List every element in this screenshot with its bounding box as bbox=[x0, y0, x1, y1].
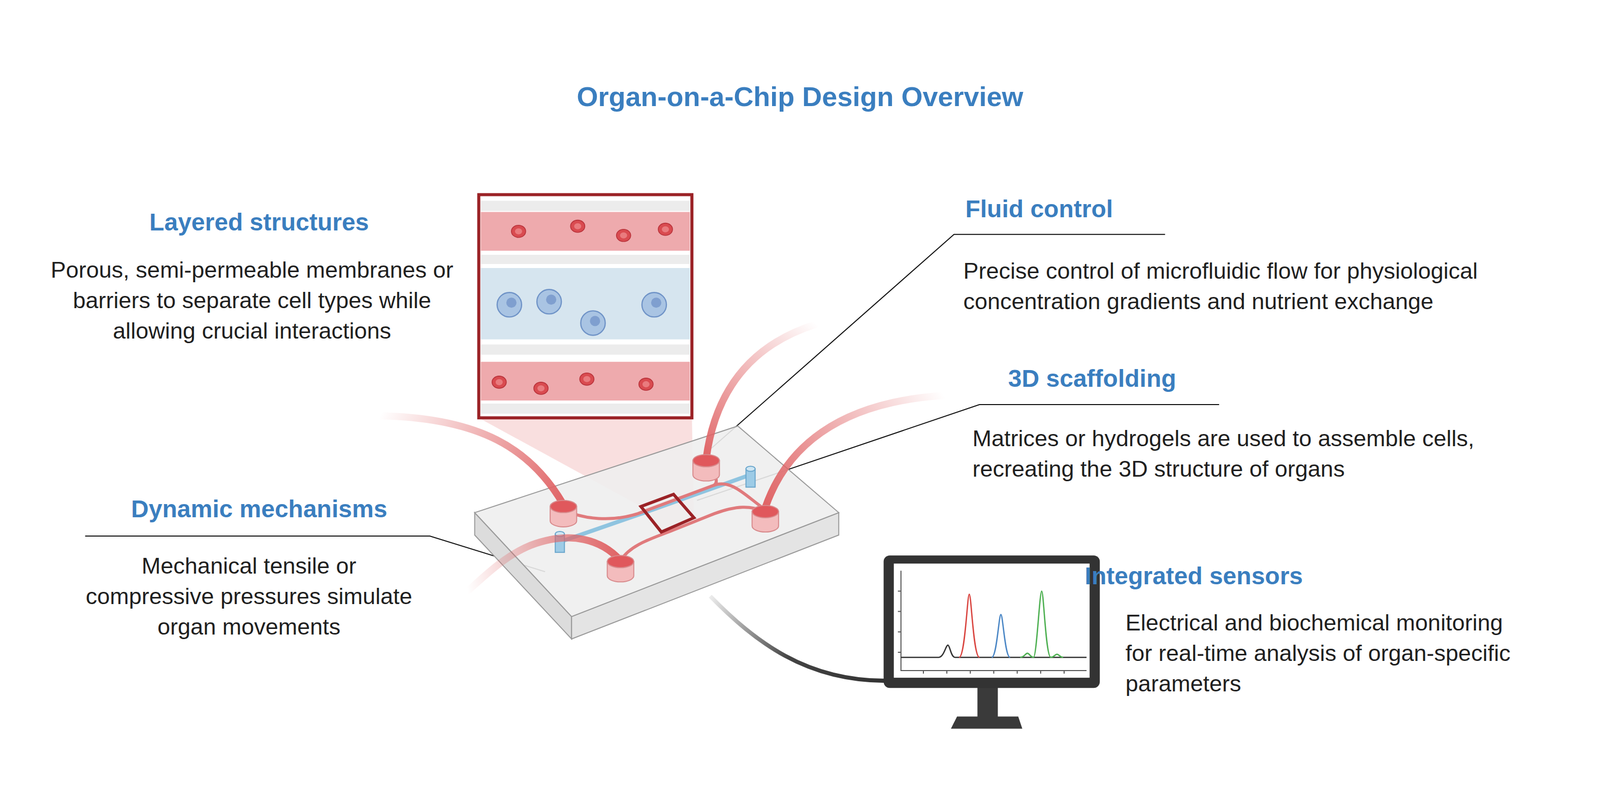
cell-nuclei-part bbox=[651, 297, 662, 308]
inset-view-part bbox=[481, 212, 691, 251]
red-cell-centers-part bbox=[515, 228, 523, 235]
tissue-cells-part bbox=[536, 289, 562, 314]
tissue-cells-part bbox=[497, 292, 522, 317]
red-blood-cells-part bbox=[570, 220, 585, 233]
chart-axes-part bbox=[901, 570, 1087, 671]
inset-view-part bbox=[481, 201, 691, 212]
ports-part bbox=[607, 555, 634, 568]
chart-axes bbox=[898, 570, 1087, 675]
inset-view-part bbox=[478, 194, 693, 419]
blue-ports-part bbox=[746, 466, 756, 472]
red-cell-centers-part bbox=[537, 385, 545, 392]
inset-view-part bbox=[481, 403, 691, 414]
red-blood-cells-part bbox=[616, 229, 631, 242]
ports-part bbox=[692, 454, 720, 467]
sensor-cable bbox=[710, 596, 886, 682]
callout-heading: Fluid control bbox=[965, 194, 1476, 224]
red-cell-centers-part bbox=[495, 379, 503, 386]
red-blood-cells-part bbox=[511, 225, 526, 238]
sensor-cable-part bbox=[710, 596, 886, 682]
callout-text: Precise control of microfluidic flow for… bbox=[963, 256, 1588, 317]
tubes-part bbox=[379, 416, 564, 505]
callout-heading: Layered structures bbox=[4, 207, 515, 238]
chart-axes-part bbox=[898, 591, 902, 653]
red-blood-cells-part bbox=[658, 223, 673, 236]
chart-peaks-part bbox=[958, 594, 980, 658]
red-cell-centers-part bbox=[573, 223, 582, 230]
inset-view-part bbox=[481, 362, 691, 401]
diagram-title: Organ-on-a-Chip Design Overview bbox=[340, 80, 1260, 114]
cell-nuclei bbox=[506, 294, 662, 327]
tubes bbox=[379, 324, 944, 592]
chip-body-part bbox=[474, 426, 840, 617]
callout-heading: 3D scaffolding bbox=[1008, 364, 1519, 394]
tissue-cells bbox=[497, 289, 667, 336]
callout-text: Porous, semi-permeable membranes or barr… bbox=[33, 254, 471, 347]
inset-marker bbox=[641, 494, 694, 533]
chart-peaks-part bbox=[991, 615, 1010, 658]
red-blood-cells-part bbox=[638, 378, 654, 391]
monitor-part bbox=[893, 563, 1090, 679]
monitor-part bbox=[950, 716, 1023, 729]
ports-part bbox=[550, 500, 577, 514]
cell-nuclei-part bbox=[506, 297, 517, 308]
monitor bbox=[883, 555, 1101, 729]
callout-heading: Dynamic mechanisms bbox=[4, 494, 515, 525]
red-blood-cells-part bbox=[579, 373, 594, 386]
tissue-cells-part bbox=[642, 292, 667, 317]
red-blood-cells bbox=[492, 220, 673, 395]
tubes-part bbox=[765, 395, 944, 508]
red-channel bbox=[563, 484, 766, 520]
tubes-part bbox=[467, 538, 621, 592]
monitor-part bbox=[977, 687, 998, 720]
chart-peaks bbox=[901, 591, 1087, 658]
callout-text: Electrical and biochemical monitoring fo… bbox=[1125, 608, 1534, 700]
cell-nuclei-part bbox=[589, 315, 600, 327]
tissue-cells-part bbox=[580, 310, 605, 336]
callout-text: Matrices or hydrogels are used to assemb… bbox=[972, 423, 1512, 485]
inset-view bbox=[478, 194, 693, 419]
inset-view-part bbox=[481, 344, 691, 356]
red-cell-centers-part bbox=[620, 232, 628, 239]
cell-nuclei-part bbox=[546, 294, 557, 305]
chart-axes-part bbox=[923, 670, 1065, 675]
monitor-part bbox=[883, 555, 1101, 689]
callout-heading: Integrated sensors bbox=[1084, 561, 1595, 592]
inset-view-part bbox=[481, 268, 691, 340]
tubes-part bbox=[706, 324, 817, 459]
red-cell-centers-part bbox=[661, 226, 669, 233]
red-cell-centers-part bbox=[583, 376, 591, 383]
chip-channels bbox=[559, 460, 766, 561]
inset-view-part bbox=[481, 254, 691, 265]
red-cell-centers bbox=[495, 223, 669, 392]
red-blood-cells-part bbox=[533, 382, 549, 395]
ports-part bbox=[752, 505, 779, 519]
red-cell-centers-part bbox=[642, 381, 650, 388]
red-blood-cells-part bbox=[492, 376, 507, 389]
inset-marker-part bbox=[641, 494, 694, 533]
chart-peaks-part bbox=[1020, 591, 1064, 658]
ports bbox=[550, 454, 779, 583]
callout-text: Mechanical tensile or compressive pressu… bbox=[80, 551, 418, 643]
